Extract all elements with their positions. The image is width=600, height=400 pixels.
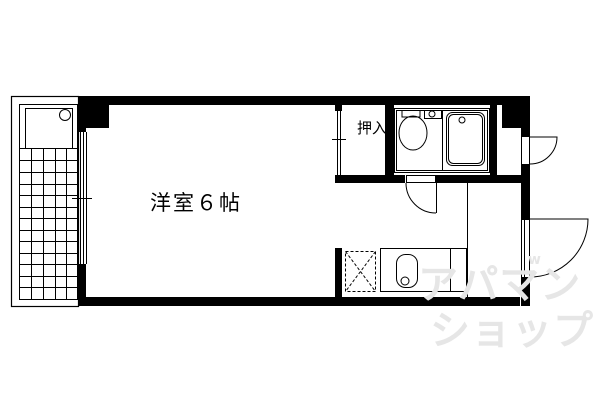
- watermark-line2: ショップ: [430, 308, 594, 354]
- watermark-line1: アパマン: [418, 262, 582, 308]
- sink-icon: [396, 254, 418, 288]
- entrance-door[interactable]: [521, 136, 589, 278]
- toilet-icon: [398, 110, 442, 151]
- closet-door: [332, 105, 346, 175]
- balcony-tile-grid: [19, 148, 78, 300]
- unit-bath: [394, 108, 490, 173]
- bathroom-door[interactable]: [405, 175, 437, 214]
- watermark-small: w: [528, 252, 541, 268]
- closet-label: 押入: [357, 119, 388, 137]
- drain-icon: [59, 109, 71, 121]
- walls: [78, 96, 530, 306]
- main-room-label: 洋室６帖: [150, 191, 242, 215]
- washing-machine-space: [345, 251, 376, 292]
- bathtub-icon: [446, 112, 485, 166]
- kitchen-counter: [380, 248, 467, 292]
- window: [72, 132, 92, 264]
- balcony: [10, 95, 80, 308]
